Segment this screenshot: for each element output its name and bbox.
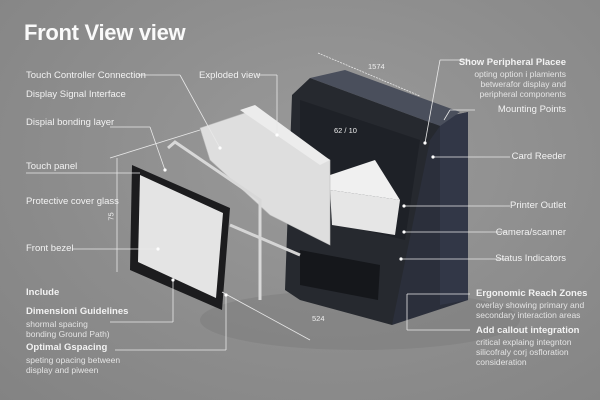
label-mounting-points: Mounting Points bbox=[497, 104, 566, 115]
note-peripheral-heading: Show Peripheral Placee bbox=[458, 57, 566, 68]
page-title: Front View view bbox=[24, 20, 186, 45]
label-card-reader: Card Reeder bbox=[511, 151, 566, 162]
note-ergonomic-line: overlay showing primary and bbox=[476, 300, 585, 310]
dimension-top-width: 1574 bbox=[368, 62, 385, 71]
note-spacing-line: display and piween bbox=[26, 365, 99, 375]
note-callout-line: critical explaing integnton bbox=[476, 337, 572, 347]
note-spacing-line: speting opacing between bbox=[26, 355, 121, 365]
label-front-bezel: Front bezel bbox=[26, 243, 74, 254]
note-ergonomic-heading: Ergonomic Reach Zones bbox=[476, 288, 588, 299]
dimension-inner-depth: 62 / 10 bbox=[334, 126, 357, 135]
label-touch-controller: Touch Controller Connection bbox=[26, 70, 146, 81]
note-peripheral-line: opting option i plamients bbox=[474, 69, 566, 79]
label-camera-scanner: Camera/scanner bbox=[495, 227, 566, 238]
note-dimension-line: bonding Ground Path) bbox=[26, 329, 110, 339]
note-ergonomic-line: secondary interaction areas bbox=[476, 310, 581, 320]
note-spacing-heading: Optimal Gspacing bbox=[26, 342, 108, 353]
note-dimension-heading: Dimensioni Guidelines bbox=[26, 306, 129, 317]
label-touch-panel: Touch panel bbox=[26, 161, 78, 172]
note-callout-line: silicofraly corj osfloration bbox=[476, 347, 569, 357]
cabinet-top bbox=[310, 70, 460, 126]
label-status-indicators: Status Indicators bbox=[495, 253, 566, 264]
dimension-panel-height: 75 bbox=[106, 212, 116, 221]
note-peripheral-line: betwerafor display and bbox=[480, 79, 566, 89]
note-callout-line: consideration bbox=[476, 357, 527, 367]
label-exploded-view: Exploded view bbox=[199, 70, 261, 81]
label-printer-outlet: Printer Outlet bbox=[510, 200, 566, 211]
display-screen bbox=[138, 175, 223, 298]
note-peripheral-line: peripheral components bbox=[479, 89, 566, 99]
label-include: Include bbox=[26, 287, 60, 298]
note-dimension-line: shormal spacing bbox=[26, 319, 88, 329]
label-bonding-layer: Dispial bonding layer bbox=[26, 117, 115, 128]
printer-module bbox=[330, 190, 400, 235]
label-cover-glass: Protective cover glass bbox=[26, 196, 119, 207]
note-callout-heading: Add callout integration bbox=[476, 325, 580, 336]
dimension-base-width: 524 bbox=[312, 314, 325, 323]
label-display-signal: Display Signal Interface bbox=[26, 89, 126, 100]
